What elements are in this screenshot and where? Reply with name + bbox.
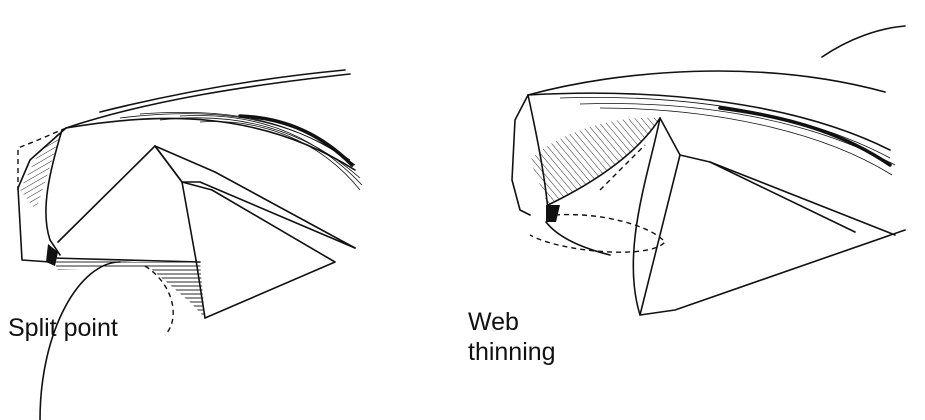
web-thinning-label: Web thinning [468, 308, 556, 366]
web-thinning-outline [511, 25, 906, 316]
split-point-label: Split point [8, 314, 118, 342]
split-point-outline [17, 69, 363, 420]
